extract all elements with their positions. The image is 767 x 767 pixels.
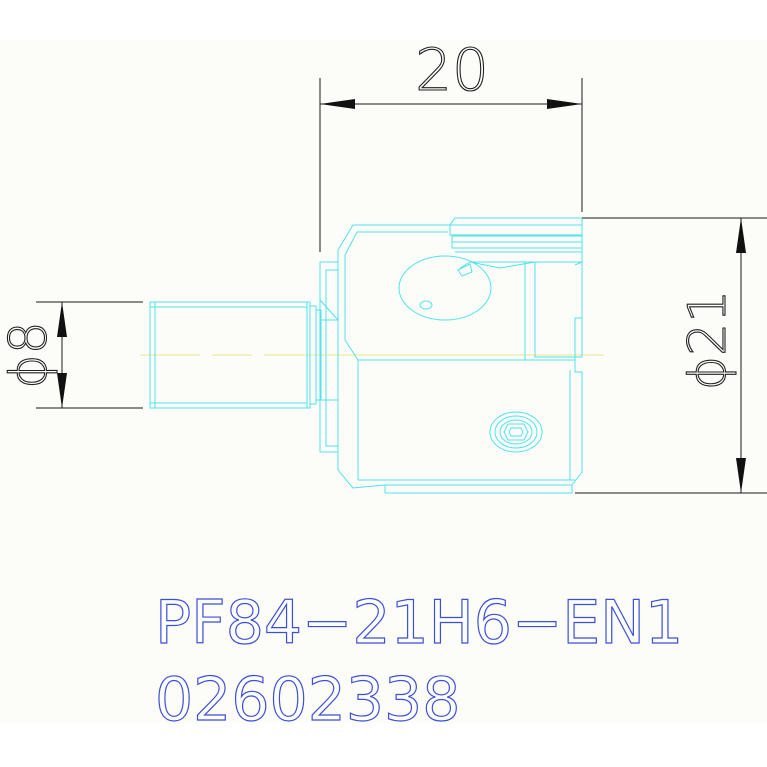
arrowhead-right — [547, 99, 582, 109]
arrowhead-down — [736, 458, 746, 493]
dimension-head-diameter-label: ϕ21 — [678, 290, 738, 390]
dimension-shank-diameter-label: ϕ8 — [0, 321, 59, 388]
dimension-head-diameter: ϕ21 — [575, 217, 767, 494]
dimension-length-label: 20 — [415, 36, 489, 104]
dimension-length: 20 — [319, 35, 583, 252]
head-body — [319, 217, 583, 494]
arrowhead-up — [736, 218, 746, 253]
part-number: 02602338 — [155, 665, 460, 735]
shank-body — [149, 301, 322, 409]
arrowhead-up — [57, 302, 67, 337]
arrowhead-down — [57, 373, 67, 408]
dimension-shank-diameter: ϕ8 — [0, 301, 143, 409]
drawing-sheet — [0, 40, 767, 723]
arrowhead-left — [320, 99, 355, 109]
part-code: PF84−21H6−EN1 — [155, 588, 683, 658]
clamp-screw — [489, 411, 543, 453]
